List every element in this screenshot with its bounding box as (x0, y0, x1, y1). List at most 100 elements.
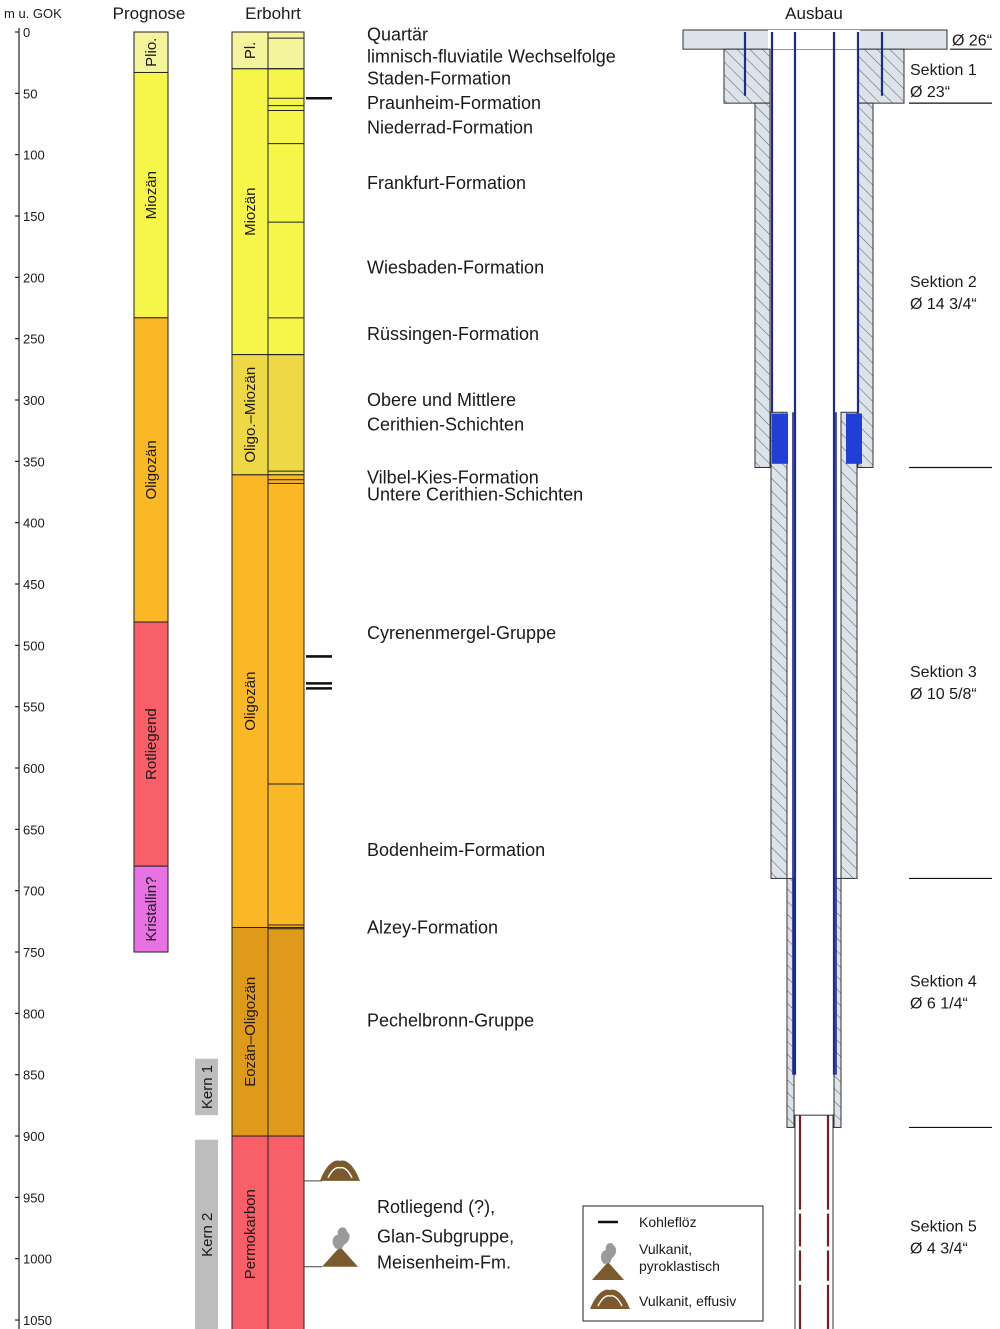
header-erbohrt: Erbohrt (245, 4, 301, 23)
erbohrt-epoch-unit (231, 474, 269, 928)
core-bar (195, 1139, 218, 1329)
open-hole-section5 (794, 1114, 834, 1329)
header-ausbau: Ausbau (785, 4, 843, 23)
axis-tick-label: 1050 (23, 1313, 52, 1328)
axis-tick-label: 400 (23, 516, 45, 531)
conductor-diameter: Ø 26“ (952, 32, 992, 49)
section1-casing-left (723, 48, 771, 104)
legend-pyroclastic-label-1: Vulkanit, (639, 1241, 692, 1257)
formation-label: Alzey-Formation (367, 917, 498, 937)
legend: Kohleflöz Vulkanit, pyroklastisch Vulkan… (582, 1205, 764, 1322)
core-label: Kern 1 (199, 1065, 216, 1109)
formation-label: Obere und Mittlere (367, 390, 516, 410)
axis-tick-label: 550 (23, 700, 45, 715)
section-labels: Ø 26“ Sektion 1 Ø 23“ Sektion 2 Ø 14 3/4“ Sek… (909, 32, 992, 1258)
packer-right (846, 413, 862, 464)
formation-label: Rüssingen-Formation (367, 324, 539, 344)
erbohrt-unit-label: Pl. (242, 42, 259, 60)
prognose-unit (133, 317, 169, 623)
liner-slot (826, 1280, 830, 1285)
volcanic-pyroclastic-icon (322, 1227, 358, 1267)
formation-label: Meisenheim-Fm. (377, 1252, 511, 1272)
section-name: Sektion 5 (910, 1219, 977, 1236)
section-diameter: Ø 14 3/4“ (910, 296, 977, 313)
prognose-unit (133, 31, 169, 73)
volcanic-effusive-icon (320, 1160, 360, 1181)
axis-tick-label: 100 (23, 148, 45, 163)
legend-effusive-icon (590, 1289, 630, 1309)
erbohrt-formation-cell (267, 68, 305, 356)
erbohrt-unit-label: Permokarbon (242, 1189, 259, 1279)
legend-pyroclastic-icon (592, 1243, 624, 1280)
erbohrt-epoch-unit (231, 1135, 269, 1329)
depth-axis: m u. GOK 0501001502002503003504004505005… (4, 6, 62, 1329)
formation-label: Cerithien-Schichten (367, 415, 524, 435)
prognose-unit (133, 71, 169, 319)
bore-opening (768, 30, 860, 50)
erbohrt-unit-label: Oligo.–Miozän (242, 367, 259, 463)
header-prognose: Prognose (113, 4, 186, 23)
axis-tick-label: 1000 (23, 1252, 52, 1267)
legend-pyroclastic-label-2: pyroklastisch (639, 1258, 720, 1274)
section-name: Sektion 1 (910, 62, 977, 79)
erbohrt-epoch-unit (231, 68, 269, 356)
formation-label: Untere Cerithien-Schichten (367, 484, 583, 504)
erbohrt-formation-cell (267, 474, 305, 928)
axis-tick-label: 0 (23, 25, 30, 40)
axis-tick-label: 300 (23, 393, 45, 408)
erbohrt-unit-label: Miozän (242, 188, 259, 236)
axis-tick-label: 800 (23, 1006, 45, 1021)
axis-tick-label: 850 (23, 1068, 45, 1083)
axis-tick-label: 650 (23, 822, 45, 837)
section-diameter: Ø 6 1/4“ (910, 995, 968, 1012)
axis-tick-label: 900 (23, 1129, 45, 1144)
core-markers: Kern 1 Kern 2 (195, 1058, 218, 1329)
liner-slot (826, 1246, 830, 1251)
axis-tick-label: 150 (23, 209, 45, 224)
prognose-unit-label: Oligozän (143, 440, 160, 499)
erbohrt-epoch-unit (231, 926, 269, 1137)
section-name: Sektion 2 (910, 274, 977, 291)
erbohrt-formation-cell (267, 31, 305, 70)
legend-effusive-label: Vulkanit, effusiv (639, 1293, 736, 1309)
formation-label: Quartär (367, 24, 428, 44)
packer-left (772, 413, 788, 464)
prognose-unit-label: Miozän (143, 171, 160, 219)
formation-label: Vilbel-Kies-Formation (367, 467, 539, 487)
prognose-unit (133, 621, 169, 867)
axis-tick-label: 200 (23, 270, 45, 285)
formation-label: Bodenheim-Formation (367, 840, 545, 860)
section-diameter: Ø 4 3/4“ (910, 1241, 968, 1258)
axis-ticks: 0501001502002503003504004505005506006507… (15, 25, 52, 1328)
erbohrt-unit-label: Oligozän (242, 672, 259, 731)
erbohrt-formation-cell (267, 354, 305, 476)
prognose-unit-label: Plio. (143, 38, 160, 67)
prognose-unit-label: Rotliegend (143, 708, 160, 780)
axis-tick-label: 700 (23, 884, 45, 899)
axis-tick-label: 250 (23, 332, 45, 347)
axis-label: m u. GOK (4, 6, 62, 21)
axis-tick-label: 500 (23, 638, 45, 653)
axis-tick-label: 50 (23, 86, 37, 101)
liner-slot (798, 1280, 802, 1285)
prognose-unit (133, 865, 169, 953)
formation-label: Niederrad-Formation (367, 118, 533, 138)
section-name: Sektion 4 (910, 973, 977, 990)
formation-label: Glan-Subgruppe, (377, 1227, 514, 1247)
coal-seam-markers (306, 96, 332, 690)
formation-label: Cyrenenmergel-Gruppe (367, 623, 556, 643)
section3-casing-right (840, 411, 858, 879)
liner-slot (798, 1246, 802, 1251)
section-diameter: Ø 23“ (910, 84, 950, 101)
legend-coal-label: Kohleflöz (639, 1214, 697, 1230)
prognose-unit-label: Kristallin? (143, 877, 160, 942)
liner-slot (826, 1209, 830, 1214)
volcanic-symbols (304, 1160, 360, 1268)
core-label: Kern 2 (199, 1213, 216, 1257)
section3-casing-left (770, 411, 788, 879)
well-construction (682, 29, 948, 1329)
formation-label: Pechelbronn-Gruppe (367, 1011, 534, 1031)
